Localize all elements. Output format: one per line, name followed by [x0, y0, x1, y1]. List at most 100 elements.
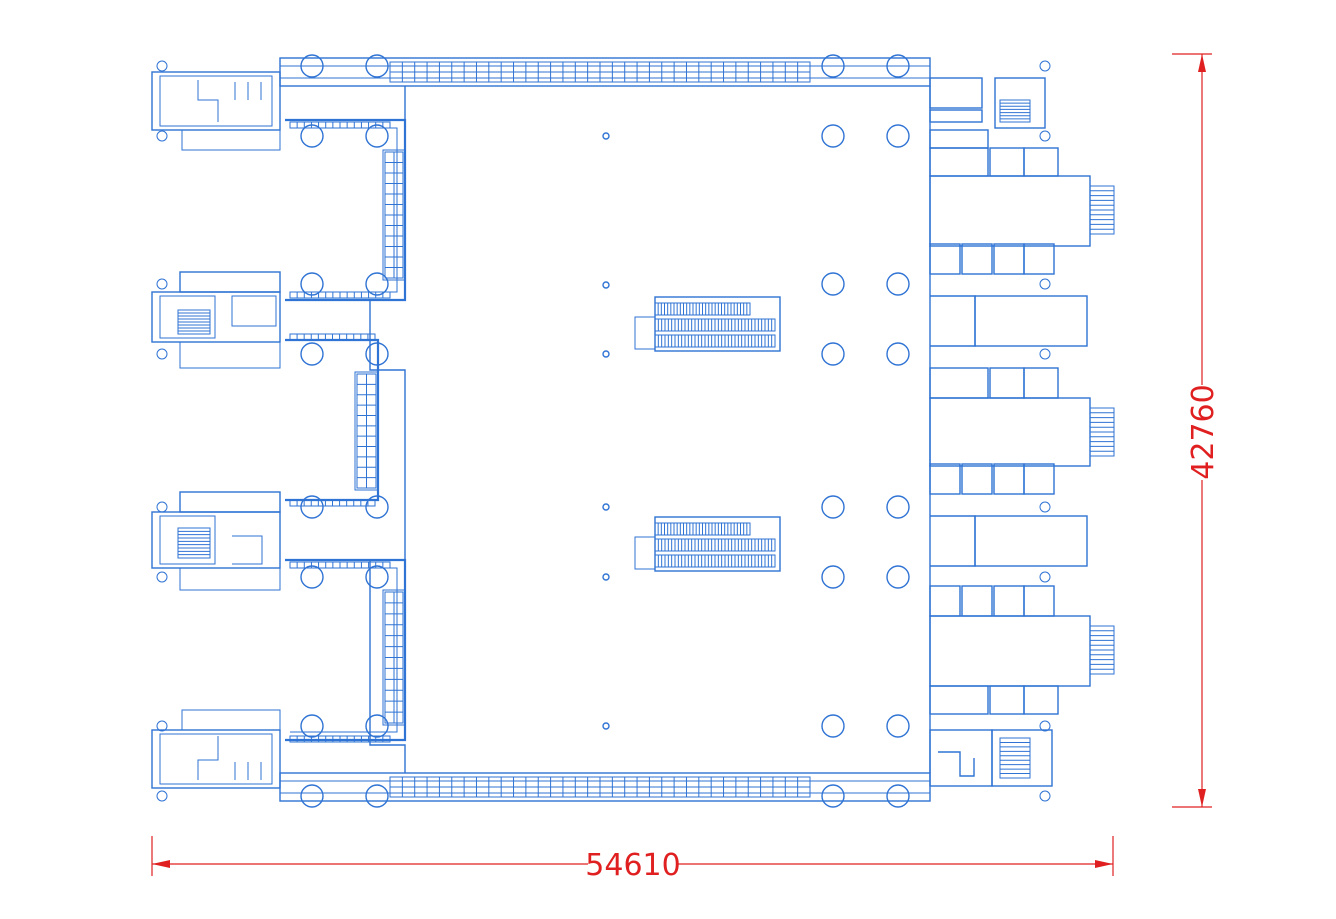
right-exit-stairs	[938, 99, 1115, 779]
room	[974, 295, 1088, 347]
room	[989, 147, 1025, 177]
escalator-landing	[634, 316, 656, 350]
edge-post	[1039, 348, 1051, 360]
left-stair-lower	[177, 527, 211, 559]
column	[821, 495, 845, 519]
edge-post	[1039, 501, 1051, 513]
column	[300, 495, 324, 519]
top-barrier-grid	[389, 61, 811, 83]
edge-post	[156, 790, 168, 802]
column	[821, 565, 845, 589]
right-room-stack	[929, 77, 1091, 787]
stair-core-top	[994, 77, 1046, 129]
entrance-block-left-top	[151, 71, 281, 151]
column	[300, 565, 324, 589]
room	[929, 109, 983, 123]
room	[989, 685, 1025, 715]
core-stair-bottom	[999, 737, 1031, 779]
column	[365, 495, 389, 519]
room-connector	[930, 295, 976, 347]
room	[929, 585, 961, 617]
small-column	[602, 503, 610, 511]
room	[929, 243, 961, 275]
edge-post	[156, 571, 168, 583]
room	[929, 77, 983, 109]
edge-post	[156, 60, 168, 72]
left-corridor-upper	[285, 118, 407, 302]
room	[1023, 147, 1059, 177]
column	[821, 714, 845, 738]
core-stair-top	[999, 99, 1031, 123]
room	[993, 585, 1025, 617]
room	[929, 685, 989, 715]
column	[886, 124, 910, 148]
column	[365, 124, 389, 148]
room	[1023, 367, 1059, 399]
room	[929, 175, 1091, 247]
column	[365, 565, 389, 589]
column	[886, 54, 910, 78]
room	[929, 147, 989, 177]
small-column	[602, 350, 610, 358]
left-corridor-grids	[289, 121, 404, 743]
column	[886, 784, 910, 808]
left-stair-grids	[177, 309, 211, 559]
column	[886, 342, 910, 366]
lift-bottom	[938, 751, 975, 777]
room	[989, 367, 1025, 399]
room	[1023, 585, 1055, 617]
edge-post	[1039, 130, 1051, 142]
room	[974, 515, 1088, 567]
room	[929, 463, 961, 495]
room	[929, 129, 989, 149]
left-corridor-middle	[285, 338, 380, 502]
entrance-block-left-mid-upper	[151, 271, 281, 369]
vertical-dimension: 42760	[1172, 53, 1221, 808]
column	[821, 784, 845, 808]
edge-post	[156, 501, 168, 513]
column	[886, 495, 910, 519]
column	[300, 272, 324, 296]
small-column	[602, 722, 610, 730]
left-corridor-lower	[285, 558, 407, 742]
column	[886, 714, 910, 738]
column	[300, 714, 324, 738]
edge-post	[1039, 720, 1051, 732]
edge-post	[156, 720, 168, 732]
columns	[156, 54, 1051, 808]
entrance-block-left-mid-lower	[151, 491, 281, 591]
edge-post	[1039, 790, 1051, 802]
room	[929, 397, 1091, 467]
edge-post	[156, 130, 168, 142]
room	[993, 463, 1025, 495]
room	[929, 615, 1091, 687]
small-column	[602, 281, 610, 289]
room	[929, 729, 993, 787]
room	[929, 367, 989, 399]
room	[1023, 463, 1055, 495]
column	[365, 272, 389, 296]
column	[821, 272, 845, 296]
room	[1023, 685, 1059, 715]
width-dimension-label: 54610	[585, 848, 680, 883]
column	[365, 342, 389, 366]
small-column	[602, 573, 610, 581]
room-connector	[930, 515, 976, 567]
edge-post	[1039, 278, 1051, 290]
edge-post	[1039, 571, 1051, 583]
column	[365, 784, 389, 808]
column	[886, 565, 910, 589]
room	[961, 585, 993, 617]
column	[300, 54, 324, 78]
height-dimension-label: 42760	[1186, 384, 1221, 479]
column	[300, 784, 324, 808]
room	[961, 463, 993, 495]
small-column	[602, 132, 610, 140]
column	[821, 54, 845, 78]
entrance-block-left-bottom	[151, 709, 281, 789]
column	[886, 272, 910, 296]
escalator-landing	[634, 536, 656, 570]
room	[961, 243, 993, 275]
edge-post	[156, 278, 168, 290]
room	[991, 729, 1053, 787]
